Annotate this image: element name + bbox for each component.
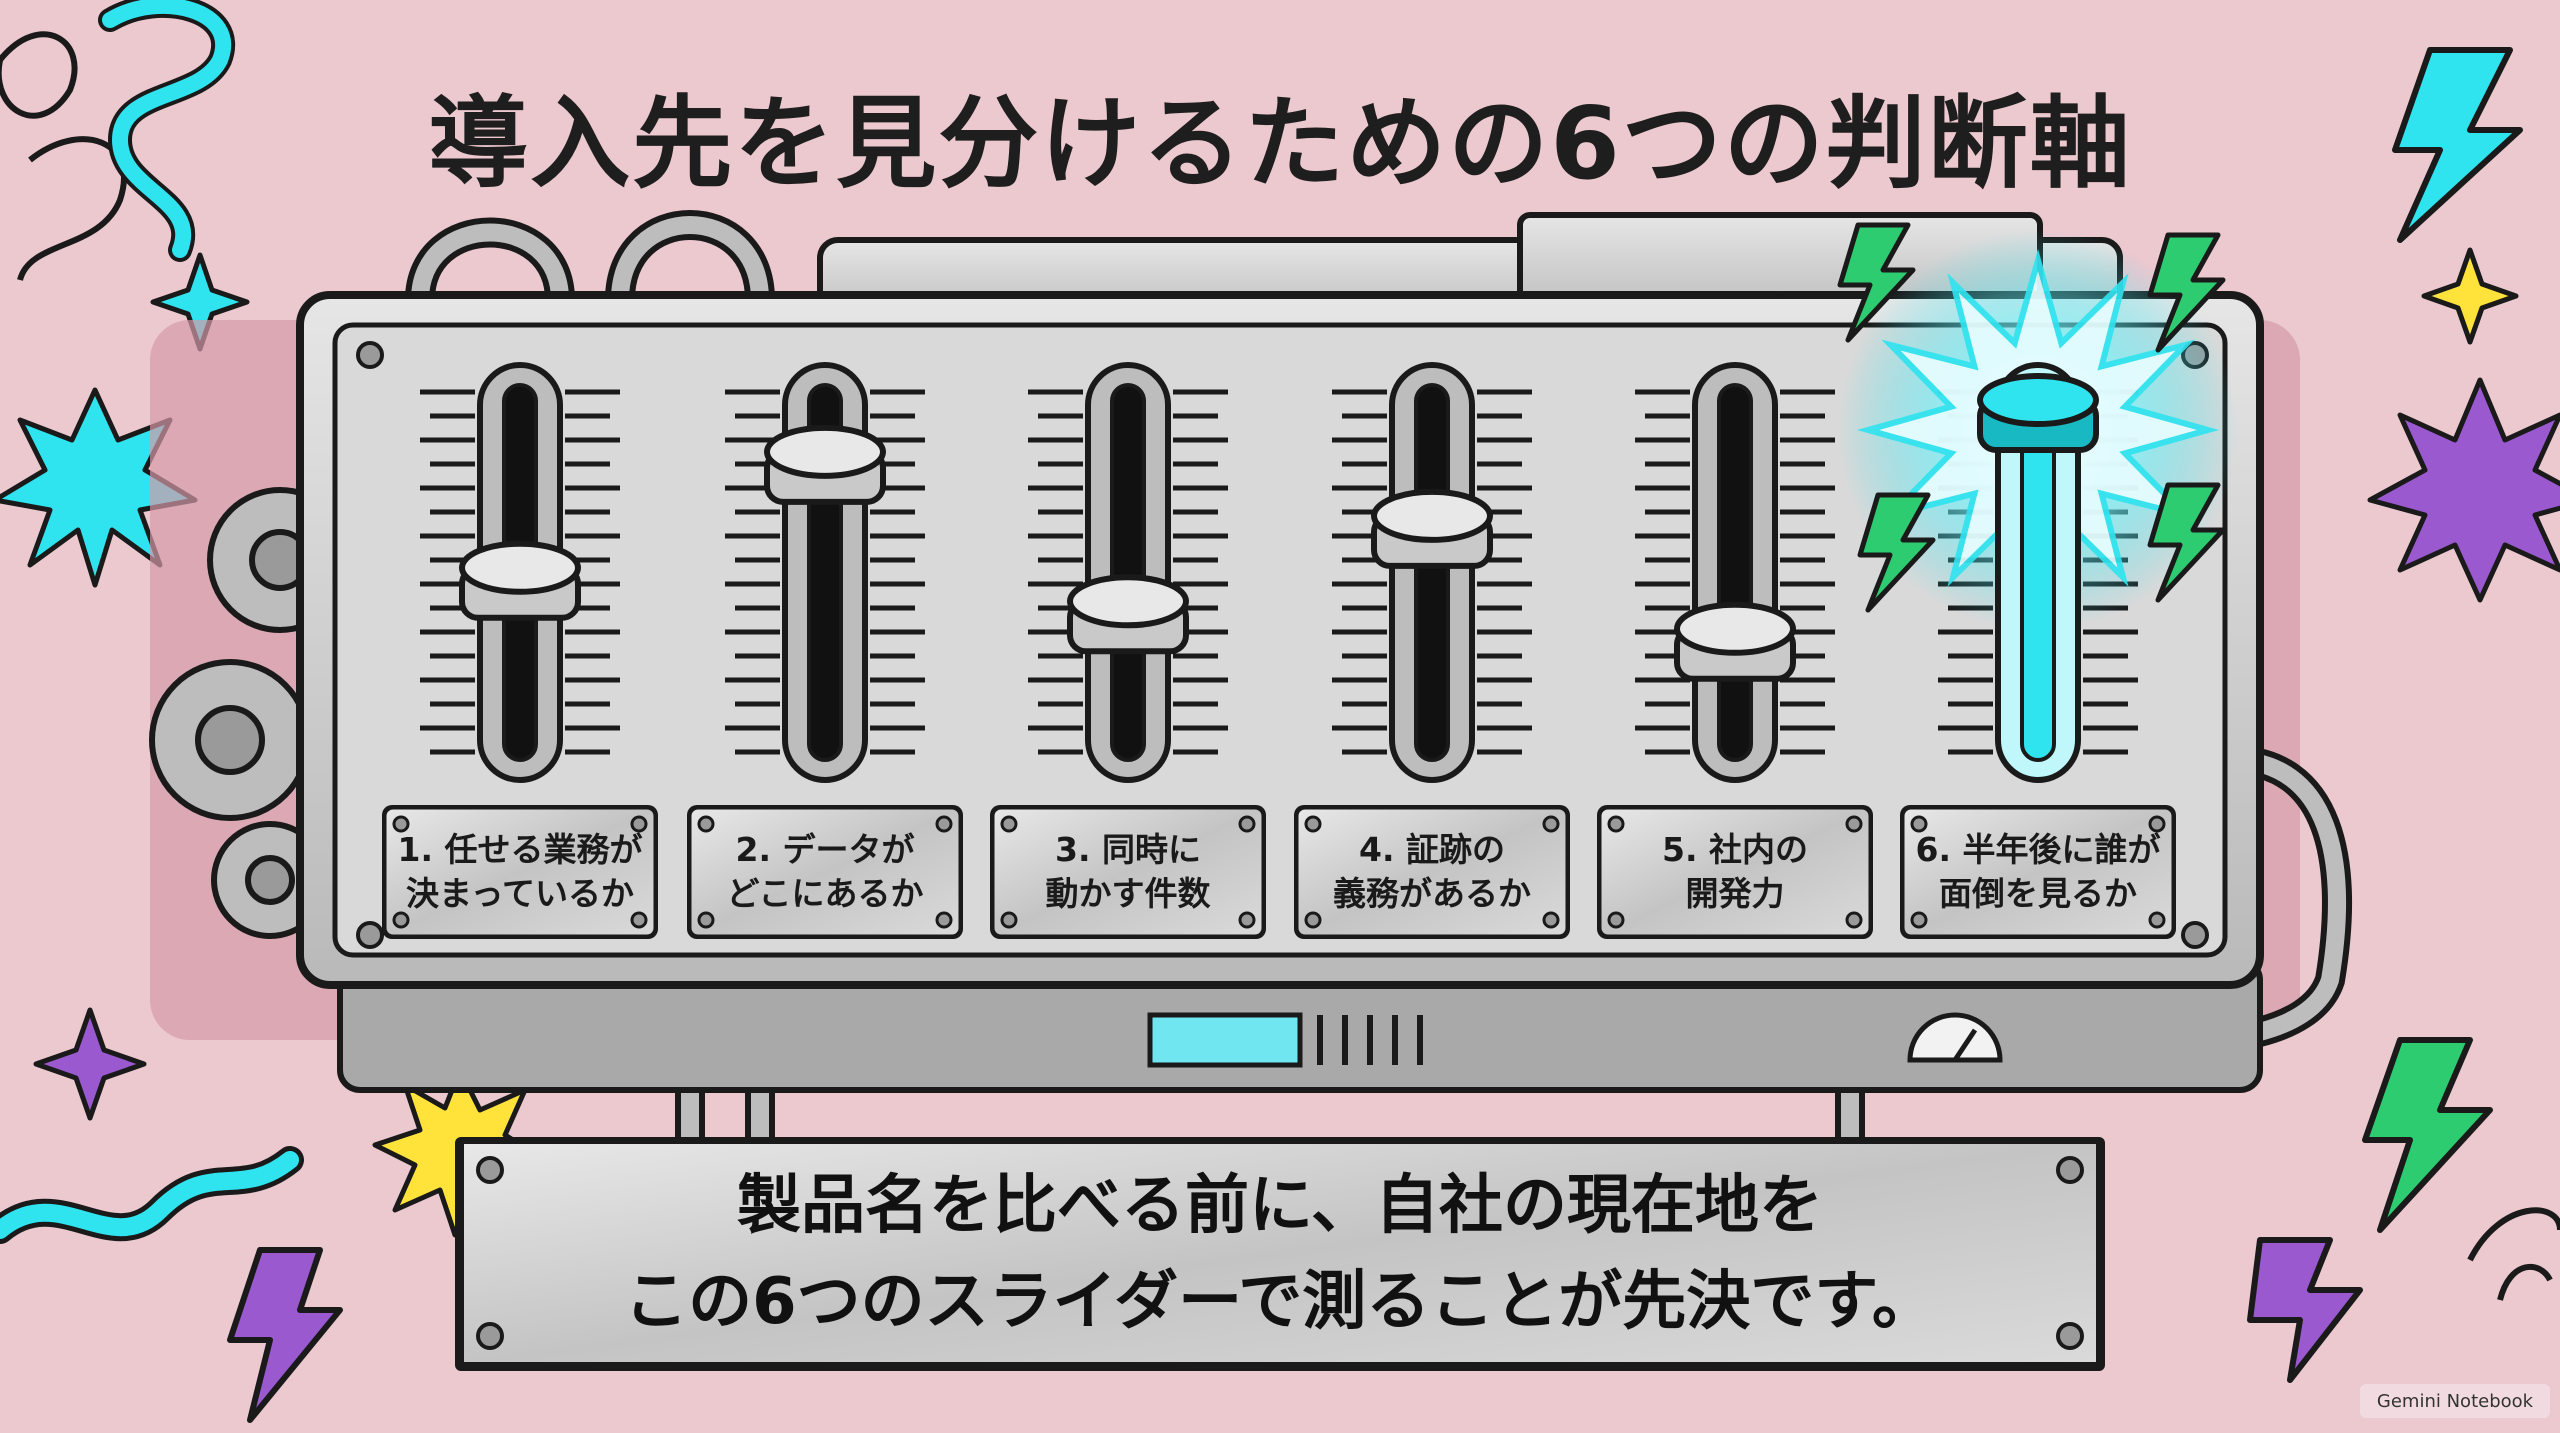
slider-label-4: 4. 証跡の義務があるか — [1297, 808, 1567, 936]
slider-label-line-2: 面倒を見るか — [1939, 874, 2137, 913]
conclusion-message: 製品名を比べる前に、自社の現在地を この6つのスライダーで測ることが先決です。 — [460, 1142, 2100, 1366]
slider-5[interactable] — [1597, 362, 1873, 939]
slider-4[interactable] — [1294, 362, 1570, 939]
page-title: 導入先を見分けるための6つの判断軸 — [428, 85, 2132, 202]
lightning-bolt-icon — [1857, 492, 1936, 613]
slider-label-line-2: 義務があるか — [1333, 874, 1531, 913]
slider-1[interactable] — [382, 362, 658, 939]
message-line-2: この6つのスライダーで測ることが先決です。 — [624, 1265, 1936, 1339]
slider-label-line-1: 4. 証跡の — [1359, 830, 1505, 869]
watermark-badge: Gemini Notebook — [2360, 1384, 2550, 1418]
slider-label-line-2: 決まっているか — [405, 874, 635, 913]
slider-6[interactable] — [1837, 222, 2238, 939]
message-line-1: 製品名を比べる前に、自社の現在地を — [736, 1169, 1824, 1243]
slider-label-line-2: 動かす件数 — [1045, 874, 1211, 913]
lightning-bolt-icon — [1837, 222, 1916, 343]
slider-label-6: 6. 半年後に誰が面倒を見るか — [1903, 808, 2173, 936]
lightning-bolt-icon — [2147, 482, 2226, 603]
gauge-icon — [1907, 1012, 2003, 1063]
slider-label-3: 3. 同時に動かす件数 — [993, 808, 1263, 936]
slider-2[interactable] — [687, 362, 963, 939]
slider-label-line-2: 開発力 — [1685, 874, 1785, 913]
gear-icon — [149, 487, 353, 939]
slider-label-line-1: 6. 半年後に誰が — [1915, 830, 2161, 869]
slider-label-line-1: 5. 社内の — [1662, 830, 1808, 869]
slider-label-line-2: どこにあるか — [726, 874, 924, 913]
lightning-bolt-icon — [2147, 232, 2226, 353]
slider-label-line-1: 3. 同時に — [1055, 830, 1201, 869]
slider-3[interactable] — [990, 362, 1266, 939]
slider-label-line-1: 1. 任せる業務が — [397, 830, 643, 869]
slider-label-2: 2. データがどこにあるか — [690, 808, 960, 936]
slider-label-5: 5. 社内の開発力 — [1600, 808, 1870, 936]
slider-label-line-1: 2. データが — [735, 830, 915, 869]
cloud-swirl-icon — [0, 0, 2560, 1301]
slider-label-1: 1. 任せる業務が決まっているか — [385, 808, 655, 936]
lightning-bolt-icon — [227, 47, 2523, 1423]
